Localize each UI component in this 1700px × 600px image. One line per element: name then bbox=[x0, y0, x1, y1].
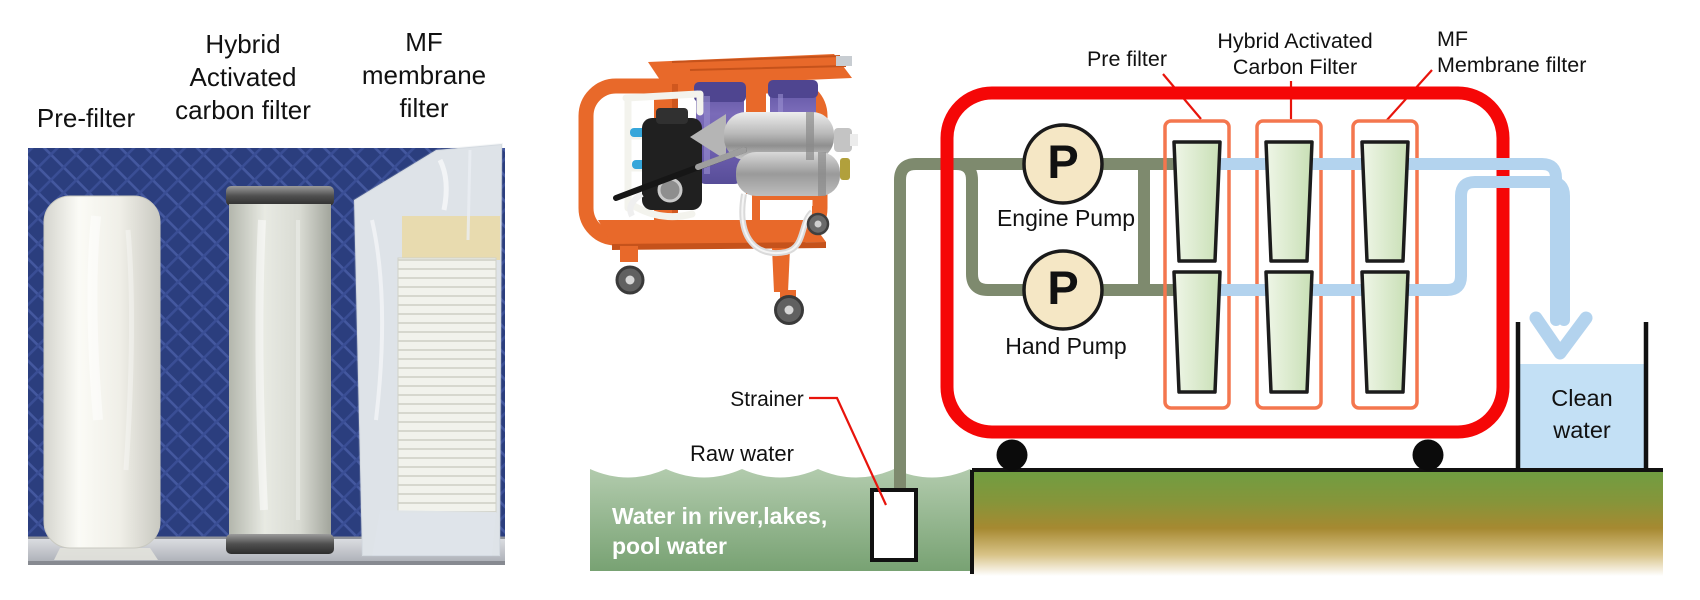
filter-element bbox=[1360, 140, 1410, 263]
hand-pump-symbol: P bbox=[1047, 261, 1079, 314]
hand-pump-cylinder bbox=[613, 112, 858, 201]
cart-wheel bbox=[996, 439, 1028, 471]
raw-water-label: Raw water bbox=[690, 441, 794, 466]
engine-pump bbox=[1022, 123, 1104, 205]
yellow-band bbox=[402, 216, 500, 260]
clean-water-pipes bbox=[1190, 158, 1593, 360]
system-diagram bbox=[590, 69, 1663, 576]
hand-pump-label: Hand Pump bbox=[1005, 333, 1127, 359]
filter-element bbox=[1172, 140, 1222, 263]
diagram-label-mf: MF Membrane filter bbox=[1437, 27, 1587, 77]
system-boundary bbox=[940, 86, 1510, 439]
engine-pump-label: Engine Pump bbox=[996, 205, 1136, 231]
hand-pump-pipe bbox=[955, 158, 1196, 296]
photo-label-mf: MF membrane filter bbox=[361, 27, 487, 124]
filter-element bbox=[1264, 140, 1314, 263]
diagram-label-hybrid: Hybrid Activated Carbon Filter bbox=[1217, 29, 1373, 79]
machine-photo bbox=[578, 54, 858, 325]
filter-housings bbox=[1163, 119, 1419, 410]
filter-element bbox=[1172, 270, 1222, 394]
tank-water bbox=[1520, 364, 1644, 468]
hand-pump bbox=[1022, 249, 1104, 331]
clean-water-tank bbox=[1515, 322, 1649, 468]
flow-arrow bbox=[1529, 311, 1593, 360]
raw-water-pipes bbox=[894, 158, 1196, 492]
carbon-filter-cartridge bbox=[226, 186, 334, 554]
filters-photo bbox=[28, 142, 505, 565]
photo-label-pre-filter: Pre-filter bbox=[36, 103, 136, 133]
strainer bbox=[870, 488, 918, 562]
filter-element bbox=[1264, 270, 1314, 394]
water-source-label: Water in river,lakes, pool water bbox=[612, 503, 828, 559]
carbon-filter-housing bbox=[1255, 119, 1323, 410]
cart-wheel bbox=[1412, 439, 1444, 471]
strainer-leader bbox=[809, 396, 888, 506]
casters bbox=[615, 206, 830, 325]
pre-filter-cartridge bbox=[43, 195, 161, 560]
filter-elements bbox=[1172, 140, 1410, 394]
engine-block bbox=[627, 108, 702, 218]
mf-filter-housing bbox=[1351, 119, 1419, 410]
ground bbox=[970, 468, 1663, 576]
pre-filter-housing bbox=[1163, 119, 1231, 410]
diagram-label-pre-filter: Pre filter bbox=[1086, 47, 1168, 71]
engine-pump-pipe bbox=[894, 158, 1196, 492]
mf-filter-cartridge bbox=[352, 142, 504, 557]
clean-water-label: Clean water bbox=[1551, 385, 1613, 443]
photo-label-hybrid: Hybrid Activated carbon filter bbox=[175, 29, 311, 126]
strainer-label: Strainer bbox=[730, 388, 804, 411]
bottom-row-pipe bbox=[1190, 176, 1570, 326]
engine-pump-symbol: P bbox=[1047, 135, 1079, 188]
filter-element bbox=[1360, 270, 1410, 394]
